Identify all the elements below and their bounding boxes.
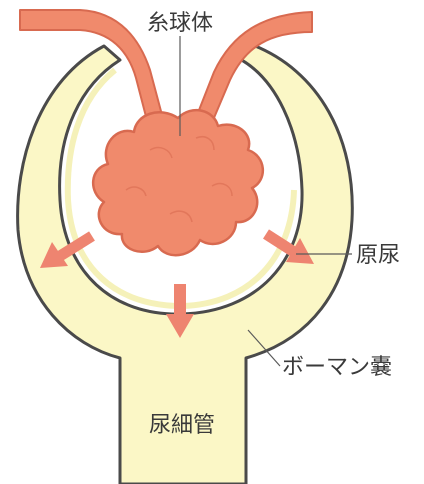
glomerulus-label: 糸球体	[147, 11, 213, 36]
glomerulus-shape	[93, 110, 263, 255]
renal-tubule-label: 尿細管	[149, 413, 215, 438]
bowman-capsule-label: ボーマン嚢	[282, 355, 392, 380]
primary-urine-label: 原尿	[356, 243, 400, 268]
